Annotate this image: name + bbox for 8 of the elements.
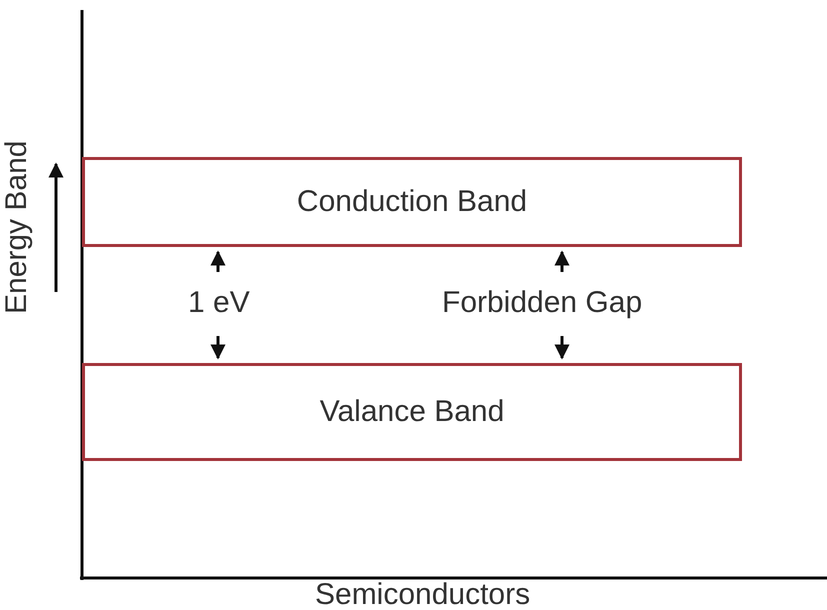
axis-title: Semiconductors [315,578,530,610]
axis-title: Energy Band [0,144,34,314]
band-label: Conduction Band [296,185,528,219]
energy-band-box [82,363,742,461]
gap-label: Forbidden Gap [442,286,642,320]
gap-value: 1 eV [188,286,250,320]
energy-band-box [82,157,742,247]
band-label: Valance Band [320,395,504,429]
